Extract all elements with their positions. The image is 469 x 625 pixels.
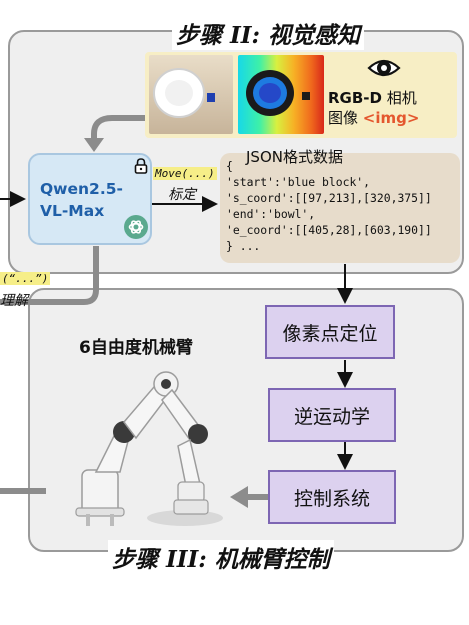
image-caption: RGB-D 相机 图像 <img> [328,88,419,128]
camera-label: 相机 [386,89,417,107]
inverse-kinematics-step: 逆运动学 [268,388,396,442]
json-line: 's_coord':[[97,213],[320,375]] [226,191,432,205]
understand-label: 理解 [0,293,28,309]
move-tag: Move(...) [153,167,217,180]
instruction-tag: (“...”) [0,272,51,285]
openai-icon [124,215,148,239]
json-line: 'end':'bowl', [226,207,316,221]
lock-icon [134,158,148,174]
json-line: { [226,159,233,173]
control-system-step: 控制系统 [268,470,396,524]
robot-title: 6自由度机械臂 [79,338,193,358]
json-line: 'e_coord':[[405,28],[603,190]] [226,223,432,237]
robot-arm-illustration [75,371,223,526]
rgbd-label: RGB-D [328,89,382,107]
calibrate-label: 标定 [168,187,196,203]
step2-title: 步骤 II: 视觉感知 [172,16,365,50]
json-line: 'start':'blue block', [226,175,371,189]
json-line: } ... [226,239,261,253]
depth-map [238,55,324,134]
pixel-localization-step: 像素点定位 [265,305,395,359]
step-label: 逆运动学 [293,405,370,428]
image-label: 图像 [328,109,359,127]
step3-title: 步骤 III: 机械臂控制 [108,540,334,574]
json-output-box [220,153,460,263]
rgb-photo [149,55,233,134]
step-label: 像素点定位 [282,322,378,345]
img-tag: <img> [362,109,420,127]
model-name: Qwen2.5- VL-Max [40,180,123,220]
camera-eye-icon [367,59,401,77]
json-title: JSON格式数据 [246,148,343,166]
step-label: 控制系统 [293,487,370,510]
